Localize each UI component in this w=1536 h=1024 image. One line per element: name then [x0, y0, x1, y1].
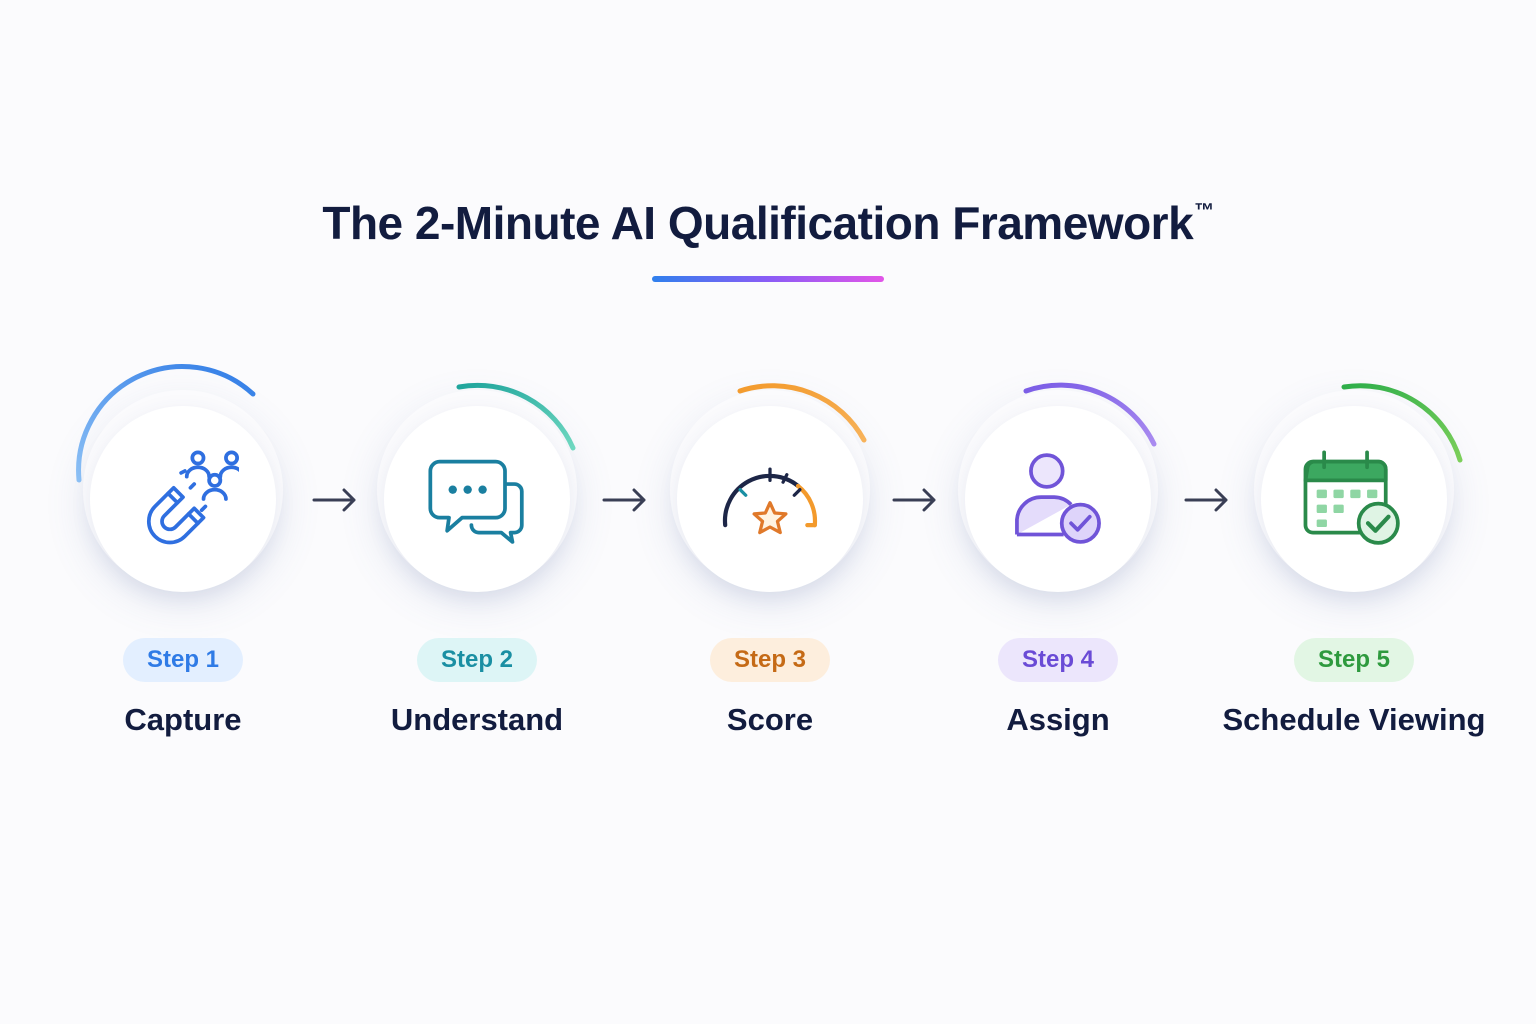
progress-arc	[737, 383, 867, 443]
title-text: The 2-Minute AI Qualification Framework	[322, 197, 1194, 249]
step-badge: Step 3	[709, 638, 831, 682]
page-title: The 2-Minute AI Qualification Framework™	[0, 196, 1536, 250]
arrow-right-icon	[602, 488, 646, 512]
arrow-right-icon	[312, 488, 356, 512]
magnet-icon	[147, 450, 239, 545]
step-badge: Step 4	[997, 638, 1119, 682]
step-badge: Step 5	[1293, 638, 1415, 682]
progress-arc	[76, 364, 256, 483]
step-label: Understand	[390, 702, 564, 737]
progress-arc	[1023, 382, 1157, 447]
step-label: Score	[726, 702, 814, 737]
step-label: Schedule Viewing	[1222, 702, 1486, 737]
step-icon-circle	[965, 406, 1151, 592]
step-icon-circle	[90, 406, 276, 592]
step-icon-circle	[384, 406, 570, 592]
step-badge: Step 2	[416, 638, 538, 682]
step-icon-circle	[1261, 406, 1447, 592]
step-icon-circle	[677, 406, 863, 592]
step-label: Assign	[1006, 702, 1110, 737]
progress-arc	[1341, 383, 1463, 463]
trademark-symbol: ™	[1194, 200, 1214, 222]
user-check-icon	[1015, 453, 1101, 544]
step-label: Capture	[124, 702, 242, 737]
step-badge: Step 1	[122, 638, 244, 682]
arrow-right-icon	[1184, 488, 1228, 512]
title-underline	[652, 276, 884, 282]
arrow-right-icon	[892, 488, 936, 512]
progress-arc	[456, 382, 576, 451]
gauge-star-icon	[722, 467, 818, 535]
chat-bubbles-icon	[428, 459, 524, 544]
calendar-check-icon	[1303, 450, 1400, 545]
